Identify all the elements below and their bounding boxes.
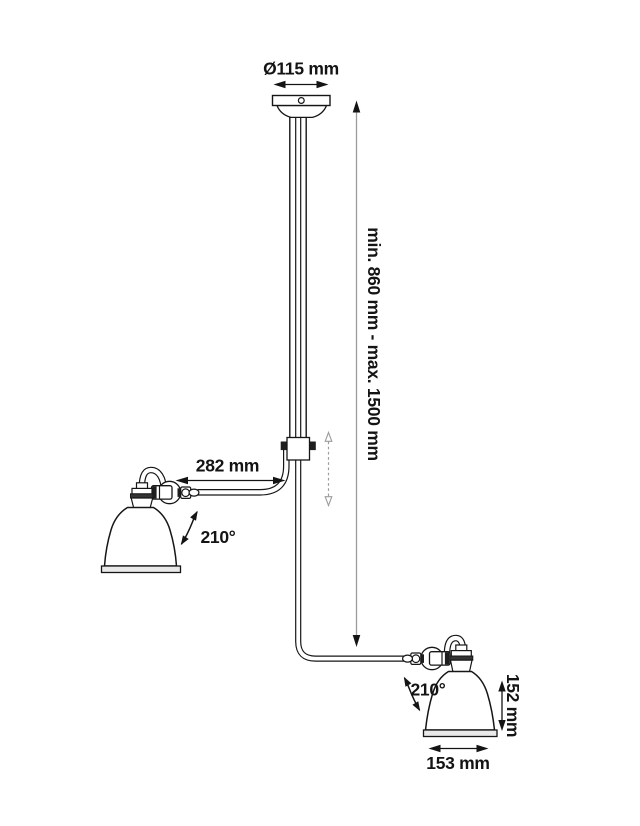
arrowhead-left [428, 744, 441, 753]
arrowhead-right [316, 80, 329, 89]
hollow-arrowhead-up [324, 430, 333, 442]
right-shade-socket [449, 644, 474, 673]
left-shade-rim [100, 565, 182, 574]
arrowhead-left [175, 476, 188, 485]
right-shade-rim [422, 729, 498, 738]
shade-diameter-label: 153 mm [426, 753, 489, 773]
left-shade [103, 506, 178, 567]
dim-arm-length: 282 mm [175, 456, 286, 485]
right-rotation-label: 210° [411, 680, 446, 700]
dim-shade-diameter: 153 mm [426, 744, 490, 773]
arrowhead-down [498, 720, 506, 731]
telescopic-clamp-collar [280, 436, 316, 461]
right-lamp-head [402, 634, 498, 738]
right-arm-connector [402, 654, 414, 663]
clamp-knob-left [280, 441, 287, 451]
left-arm-tube [197, 450, 290, 496]
dim-right-rotation: 210° [403, 676, 446, 712]
arrowhead-up [352, 100, 361, 113]
arrowhead-left [273, 80, 286, 89]
hollow-arrowhead-down [324, 496, 333, 508]
arrowhead-up [498, 680, 506, 692]
lower-rod-and-right-arm [295, 450, 410, 662]
telescopic-adjust-arrow [324, 430, 333, 508]
ceiling-canopy [271, 94, 331, 119]
clamp-knob-right [309, 441, 316, 451]
dim-left-rotation: 210° [180, 510, 236, 547]
left-shade-socket [130, 482, 154, 509]
right-rotation-arc [403, 676, 421, 712]
arrowhead-down [352, 635, 361, 647]
left-arm-connector [188, 488, 200, 497]
arrowhead-right [476, 744, 489, 753]
shade-height-label: 152 mm [503, 674, 523, 737]
canopy-screw-hole [297, 96, 305, 104]
left-rotation-arc [180, 510, 198, 546]
dim-drop-range: min. 860 mm - max. 1500 mm [352, 100, 384, 647]
dim-canopy-diameter: Ø115 mm [263, 59, 339, 89]
left-lamp-head [100, 466, 200, 574]
arm-length-label: 282 mm [196, 456, 259, 476]
arrowhead-right [273, 476, 286, 485]
left-rotation-label: 210° [201, 527, 236, 547]
drop-range-label: min. 860 mm - max. 1500 mm [364, 227, 384, 460]
dim-shade-height: 152 mm [498, 674, 523, 737]
lamp-structure [100, 94, 498, 738]
canopy-diameter-label: Ø115 mm [263, 59, 339, 79]
